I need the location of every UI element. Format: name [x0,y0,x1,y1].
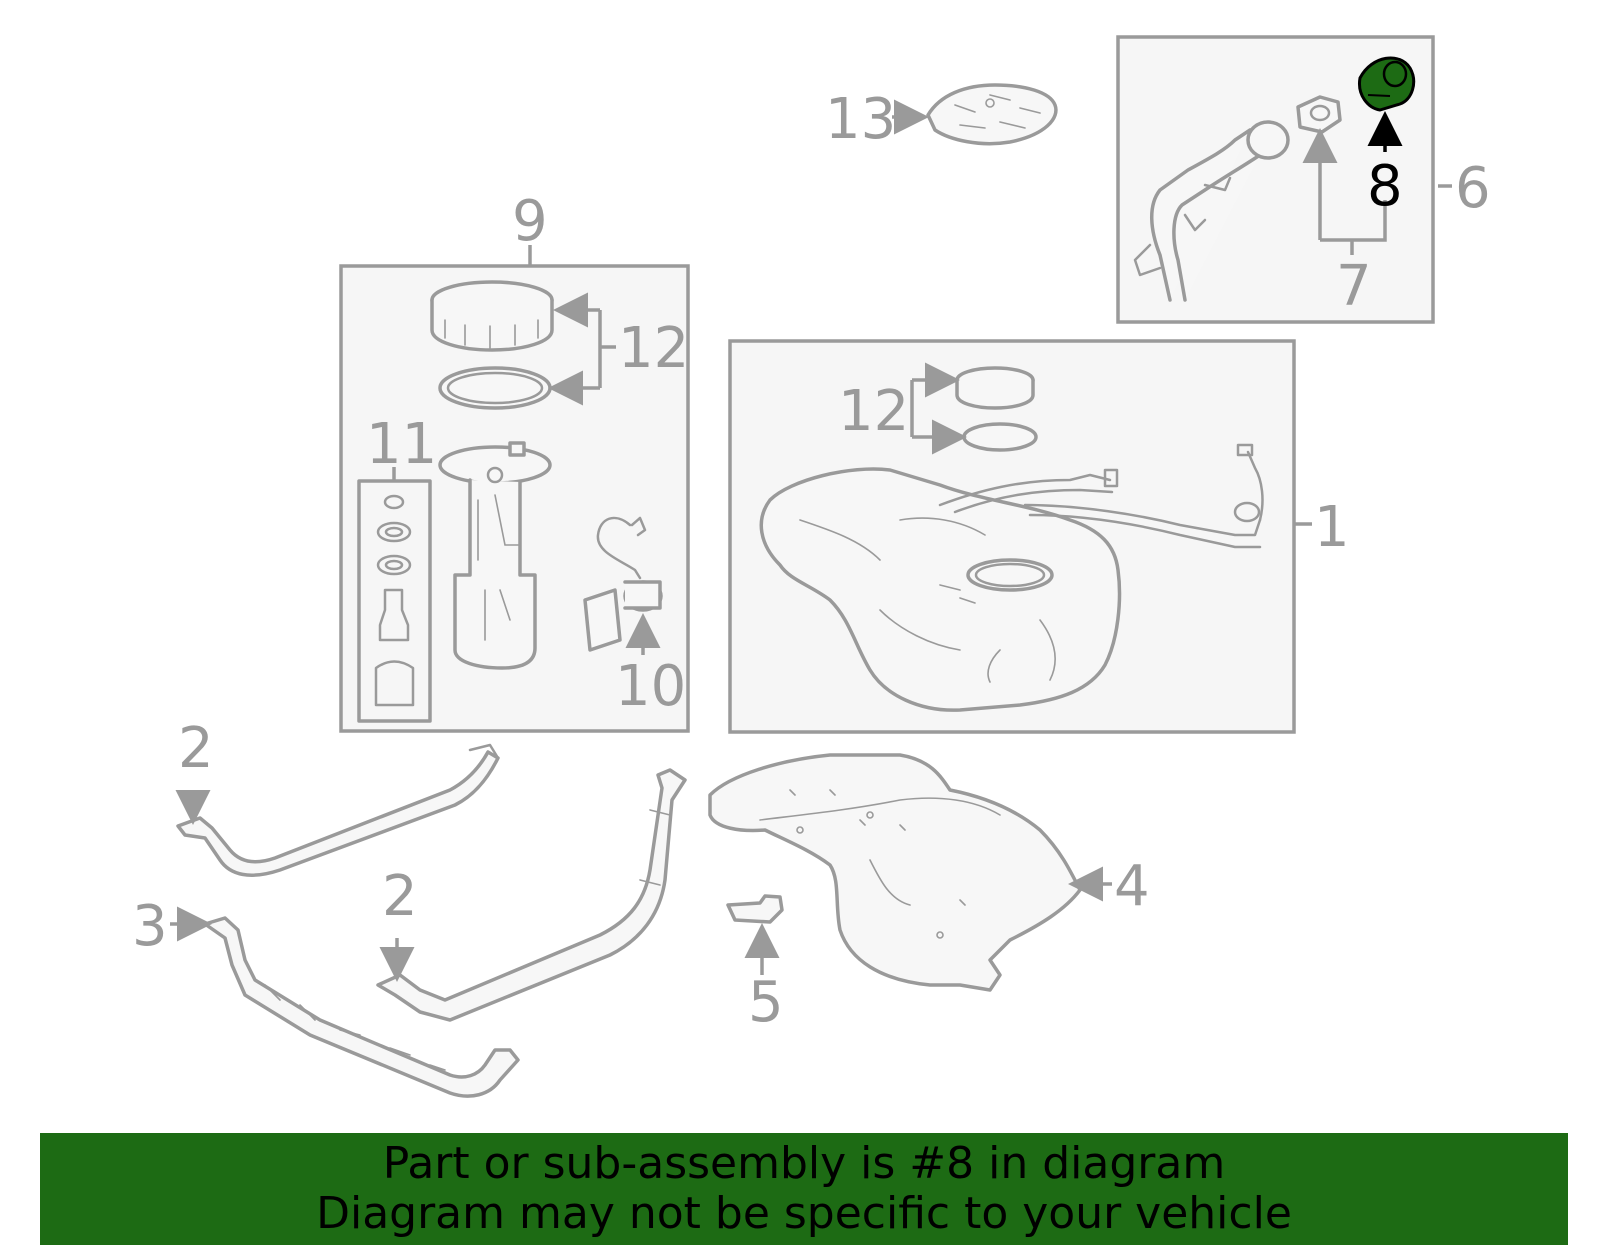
callout-11: 11 [366,412,437,477]
fuel-pump-module-group [339,245,690,733]
callout-4: 4 [1114,854,1150,919]
callout-2-lower: 2 [382,864,418,929]
info-banner: Part or sub-assembly is #8 in diagram Di… [40,1133,1568,1245]
bracket-5 [726,894,784,975]
heat-shield-4 [708,753,1112,992]
callout-3: 3 [132,894,168,959]
callout-10: 10 [615,654,686,719]
callout-2-upper: 2 [178,716,214,781]
filler-pipe-group [1116,35,1452,324]
callout-8: 8 [1367,154,1403,219]
fuel-tank-group [728,339,1312,734]
callout-5: 5 [748,970,784,1035]
callout-13: 13 [825,87,896,152]
callout-6: 6 [1455,156,1491,221]
strap-3 [170,906,520,1098]
highlighted-part-8[interactable] [1358,56,1416,112]
callout-1: 1 [1314,495,1350,560]
strap-2-lower [376,768,687,1022]
heat-shield-13 [892,83,1058,146]
banner-line-2: Diagram may not be specific to your vehi… [316,1188,1292,1239]
banner-line-1: Part or sub-assembly is #8 in diagram [382,1138,1226,1189]
strap-2-upper [175,743,500,877]
callout-12-right: 12 [838,379,909,444]
callout-7: 7 [1336,254,1372,319]
callout-12-left: 12 [618,316,689,381]
callout-9: 9 [512,189,548,254]
